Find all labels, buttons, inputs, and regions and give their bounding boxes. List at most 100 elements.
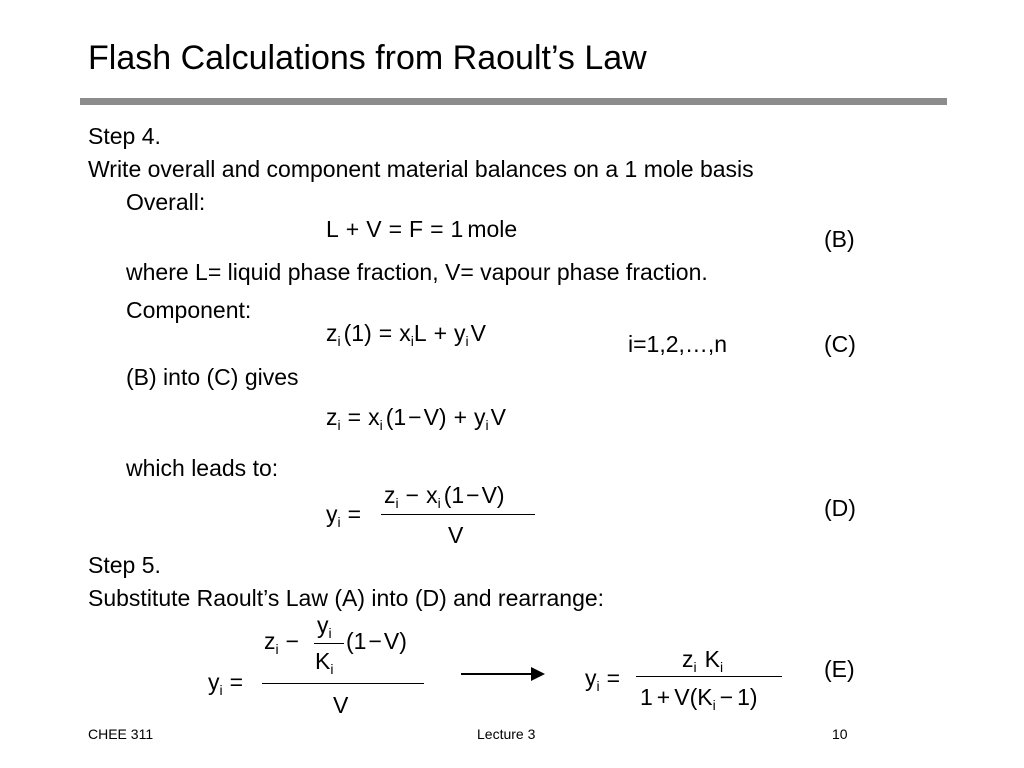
eq-c-plus: + <box>433 320 448 346</box>
eq-c-L: L <box>413 320 427 346</box>
eq-e-left-tail-open: (1 <box>346 628 367 654</box>
eq-e-right-num-z-sub: i <box>693 659 697 675</box>
eq-e-left-inner-y-sub: i <box>328 625 332 641</box>
eq-bc-V: V <box>490 404 506 430</box>
eq-b-F: F <box>409 216 424 242</box>
eq-e-left-inner-denominator: Ki <box>315 646 333 679</box>
eq-d-num-x-sub: i <box>437 495 441 511</box>
eq-b-plus: + <box>345 216 360 242</box>
step4-heading: Step 4. <box>88 123 161 149</box>
eq-e-left-inner-K: K <box>315 648 331 674</box>
eq-e-right-y-sub: i <box>596 678 600 694</box>
eq-d-num-open: (1 <box>443 482 465 508</box>
eq-bc-equals: = <box>347 404 362 430</box>
eq-e-left-z-sub: i <box>275 641 279 657</box>
eq-e-right-den-plus: + <box>656 684 671 710</box>
eq-d-equals: = <box>347 501 362 527</box>
eq-c-paren: (1) <box>343 320 372 346</box>
eq-d-fraction-bar <box>381 514 535 515</box>
eq-bc-z: z <box>326 404 338 430</box>
eq-bc-y-sub: i <box>485 417 489 433</box>
eq-bc-open: (1 <box>385 404 407 430</box>
eq-c-x: x <box>399 320 411 346</box>
eq-c-z-sub: i <box>337 333 341 349</box>
eq-c-x-sub: i <box>410 333 414 349</box>
label-e: (E) <box>824 656 855 682</box>
eq-d-num-z: z <box>384 482 396 508</box>
eq-e-left-lhs: yi = <box>208 667 250 700</box>
eq-e-right-num-K-sub: i <box>719 659 724 675</box>
eq-e-left-inner-K-sub: i <box>330 661 334 677</box>
eq-c-y: y <box>454 320 466 346</box>
eq-d-denominator: V <box>448 522 464 548</box>
eq-e-right-fraction-bar <box>636 676 782 677</box>
eq-b-L: L <box>326 216 339 242</box>
eq-d-num-V: V) <box>481 482 505 508</box>
label-b: (B) <box>824 226 855 252</box>
footer-page-number: 10 <box>832 726 848 742</box>
eq-d-num-minus-2: − <box>466 482 480 508</box>
eq-e-left-inner-y: y <box>317 612 329 638</box>
eq-d-num-z-sub: i <box>395 495 399 511</box>
where-text: where L= liquid phase fraction, V= vapou… <box>126 259 708 285</box>
eq-c-V: V <box>470 320 487 346</box>
step4-intro: Write overall and component material bal… <box>88 156 754 182</box>
eq-e-left-denominator: V <box>333 692 349 718</box>
eq-e-left-tail-minus: − <box>368 628 382 654</box>
eq-d-numerator: zi−xi(1−V) <box>384 480 505 513</box>
eq-e-left-equals: = <box>229 669 244 695</box>
eq-e-right-den-close: 1) <box>737 684 758 710</box>
eq-c-z: z <box>326 320 338 346</box>
transform-arrow-icon <box>531 667 545 681</box>
equation-c: zi(1)=xiL+yiV <box>326 318 486 351</box>
eq-e-left-tail: (1−V) <box>346 626 407 656</box>
transform-arrow-shaft <box>461 673 533 675</box>
title-divider <box>80 98 947 105</box>
range-text: i=1,2,…,n <box>628 331 728 357</box>
step5-heading: Step 5. <box>88 552 161 578</box>
eq-b-equals-2: = <box>430 216 444 242</box>
eq-d-y: y <box>326 501 338 527</box>
eq-bc-V-close: V) <box>423 404 447 430</box>
component-label: Component: <box>126 297 252 323</box>
eq-e-right-equals: = <box>606 665 621 691</box>
eq-bc-x-sub: i <box>379 417 383 433</box>
eq-e-right-den-one: 1 <box>640 684 653 710</box>
overall-label: Overall: <box>126 189 206 215</box>
eq-e-right-denominator: 1+V(Ki−1) <box>640 682 758 715</box>
eq-d-num-minus: − <box>405 482 420 508</box>
eq-e-left-inner-fraction-bar <box>314 643 344 644</box>
eq-e-left-y-sub: i <box>219 682 223 698</box>
footer-lecture: Lecture 3 <box>477 726 536 742</box>
eq-e-right-den-K-sub: i <box>712 697 716 713</box>
equation-b-into-c: zi=xi(1−V)+yiV <box>326 402 506 435</box>
eq-e-right-num-z: z <box>682 646 694 672</box>
b-into-c-text: (B) into (C) gives <box>126 364 299 390</box>
eq-b-unit: mole <box>467 216 518 242</box>
eq-bc-plus: + <box>453 404 468 430</box>
leads-to-text: which leads to: <box>126 455 279 481</box>
label-d: (D) <box>824 495 856 521</box>
eq-d-lhs: yi = <box>326 499 368 532</box>
eq-e-right-den-minus: − <box>719 684 734 710</box>
eq-e-right-den-VK: V(K <box>674 684 713 710</box>
eq-d-y-sub: i <box>337 514 341 530</box>
eq-e-left-z: zi− <box>264 626 306 659</box>
eq-bc-x: x <box>368 404 380 430</box>
eq-bc-y: y <box>474 404 486 430</box>
eq-b-one: 1 <box>450 216 464 242</box>
eq-bc-minus: − <box>408 404 422 430</box>
footer-course: CHEE 311 <box>88 726 154 742</box>
slide-title: Flash Calculations from Raoult’s Law <box>88 39 647 77</box>
eq-e-left-y: y <box>208 669 220 695</box>
eq-e-left-inner-numerator: yi <box>317 610 332 643</box>
eq-d-num-x: x <box>426 482 438 508</box>
step5-intro: Substitute Raoult’s Law (A) into (D) and… <box>88 585 605 611</box>
eq-e-right-lhs: yi = <box>585 663 627 696</box>
eq-b-equals-1: = <box>388 216 403 242</box>
eq-e-right-y: y <box>585 665 597 691</box>
eq-e-left-tail-V: V) <box>383 628 407 654</box>
eq-c-y-sub: i <box>465 333 469 349</box>
